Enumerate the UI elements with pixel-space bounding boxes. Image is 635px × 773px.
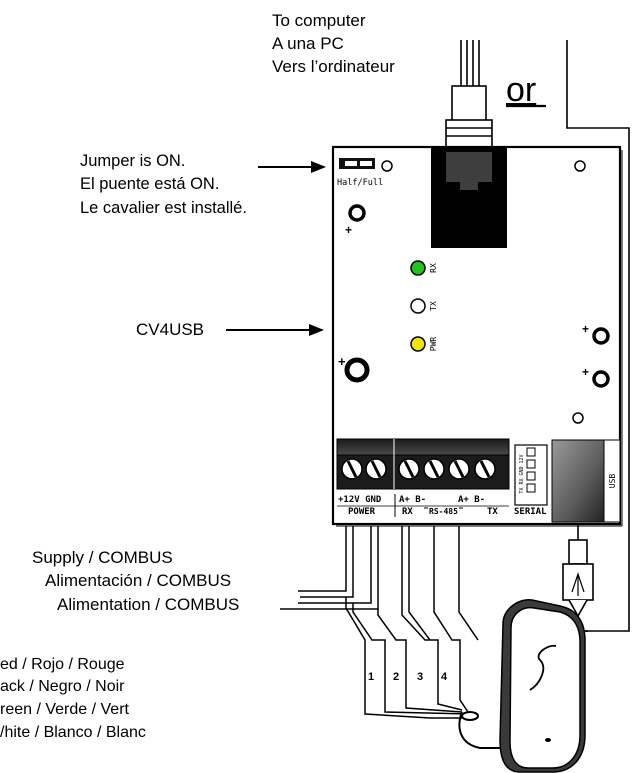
- plus-terminal-big-left: +: [338, 354, 370, 383]
- supply-label-es: Alimentación / COMBUS: [45, 571, 231, 590]
- computer-label-en: To computer: [272, 11, 366, 30]
- tx-top-label: A+ B-: [458, 495, 485, 505]
- reader-device: [458, 599, 586, 773]
- plus-terminal-top-left: +: [345, 204, 366, 237]
- svg-text:+: +: [345, 223, 352, 237]
- led-tx: TX: [410, 298, 438, 314]
- svg-text:+: +: [582, 365, 589, 379]
- supply-wires: [280, 526, 379, 610]
- svg-text:+: +: [582, 322, 589, 336]
- rx-bottom-label: RX: [402, 507, 413, 517]
- usb-port: USB: [551, 439, 621, 523]
- wire-number-4: 4: [441, 671, 448, 683]
- usb-cable-route: [566, 40, 630, 632]
- wire-number-3: 3: [417, 671, 423, 683]
- led-rx: RX: [410, 260, 438, 276]
- led-pwr-label: PWR: [429, 337, 438, 352]
- screw-icon: [365, 458, 387, 480]
- computer-label-fr: Vers l’ordinateur: [272, 57, 395, 76]
- supply-label: Supply / COMBUS Alimentación / COMBUS Al…: [32, 548, 239, 614]
- svg-text:+: +: [338, 354, 346, 369]
- or-label: or: [506, 71, 536, 109]
- reader-logo-icon: [529, 644, 557, 691]
- usb-plug: [562, 524, 594, 632]
- plus-terminal-right-2: +: [582, 365, 610, 388]
- serial-label: SERIAL: [514, 507, 547, 517]
- plus-terminal-right-1: +: [582, 322, 610, 345]
- screw-icon: [448, 458, 470, 480]
- jumper-silk-label: Half/Full: [337, 178, 383, 188]
- led-tx-label: TX: [429, 301, 438, 311]
- serial-connector: [431, 148, 507, 248]
- screw-icon: [474, 458, 496, 480]
- jumper-label-en: Jumper is ON.: [80, 152, 185, 170]
- screw-icon: [341, 458, 363, 480]
- led-pwr: PWR: [410, 336, 438, 352]
- device-label: CV4USB: [136, 320, 204, 339]
- led-rx-label: RX: [429, 263, 438, 273]
- screw-icon: [423, 458, 445, 480]
- wire-number-2: 2: [393, 671, 399, 683]
- wire-number-labels: 1 2 3 4: [368, 671, 448, 683]
- device-arrow: [226, 324, 324, 336]
- wire-color-green: reen / Verde / Vert: [0, 701, 130, 718]
- wire-color-red: ed / Rojo / Rouge: [0, 656, 125, 673]
- led-yellow-icon: [410, 336, 426, 352]
- power-top-label: +12V GND: [338, 495, 382, 505]
- wire-color-white: /hite / Blanco / Blanc: [0, 724, 146, 741]
- terminal-labels: +12V GND POWER A+ B- RX RS-485 A+ B- TX: [337, 494, 509, 517]
- serial-header: TX RX GND 12V SERIAL: [514, 444, 548, 517]
- computer-label-es: A una PC: [272, 34, 344, 53]
- computer-label: To computer A una PC Vers l’ordinateur: [272, 11, 395, 76]
- tx-bottom-label: TX: [487, 507, 498, 517]
- hole-icon: [381, 160, 393, 172]
- jumper-arrow: [258, 161, 326, 173]
- jumper: Half/Full: [337, 158, 393, 188]
- rx-top-label: A+ B-: [399, 495, 426, 505]
- jumper-label-fr: Le cavalier est installé.: [80, 199, 247, 217]
- keypad-wires: [345, 526, 479, 719]
- mount-hole-icon: [574, 160, 586, 172]
- rs485-label: RS-485: [429, 507, 458, 516]
- led-white-icon: [410, 298, 426, 314]
- jumper-label-es: El puente está ON.: [80, 175, 219, 193]
- wire-number-1: 1: [368, 671, 374, 683]
- serial-cable: [445, 40, 493, 149]
- supply-label-en: Supply / COMBUS: [32, 548, 173, 567]
- supply-label-fr: Alimentation / COMBUS: [57, 595, 239, 614]
- mount-hole-icon: [572, 412, 584, 424]
- power-bottom-label: POWER: [348, 507, 376, 517]
- led-green-icon: [410, 260, 426, 276]
- terminal-block: [336, 438, 510, 490]
- serial-pins-label: TX RX GND 12V: [519, 454, 525, 493]
- usb-label: USB: [608, 474, 617, 489]
- jumper-label: Jumper is ON. El puente está ON. Le cava…: [80, 152, 247, 217]
- wire-color-black: ack / Negro / Noir: [0, 678, 125, 695]
- screw-icon: [398, 458, 420, 480]
- wire-color-legend: ed / Rojo / Rouge ack / Negro / Noir ree…: [0, 656, 146, 741]
